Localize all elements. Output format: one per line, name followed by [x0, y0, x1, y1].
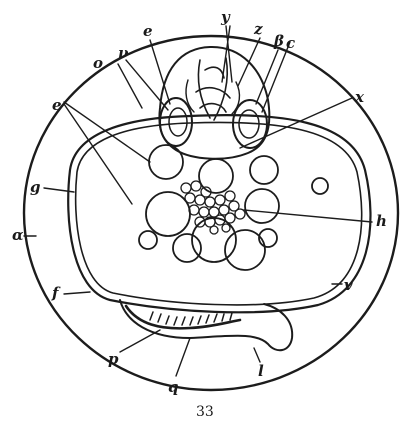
label-h: h: [376, 212, 387, 230]
label-c: c: [286, 34, 295, 52]
label-e-left: e: [52, 96, 62, 114]
label-e-top: e: [143, 22, 153, 40]
label-p: p: [108, 350, 119, 368]
label-y: y: [220, 8, 231, 26]
label-nu: ν: [118, 44, 129, 62]
label-g: g: [30, 178, 41, 196]
granule-cluster: [181, 181, 245, 234]
oil-globules: [139, 145, 328, 270]
label-o: o: [93, 54, 103, 72]
label-alpha: α: [12, 226, 24, 244]
label-v: v: [344, 276, 353, 294]
label-x: x: [354, 88, 365, 106]
label-beta: β: [273, 32, 284, 50]
head-midline: [196, 58, 230, 120]
left-eye-inner: [169, 108, 187, 136]
label-q: q: [168, 378, 179, 396]
label-l: l: [258, 362, 264, 380]
label-f: f: [51, 284, 61, 302]
figure-number: 33: [196, 404, 214, 420]
label-z: z: [253, 20, 263, 38]
head-folds: [186, 80, 239, 114]
